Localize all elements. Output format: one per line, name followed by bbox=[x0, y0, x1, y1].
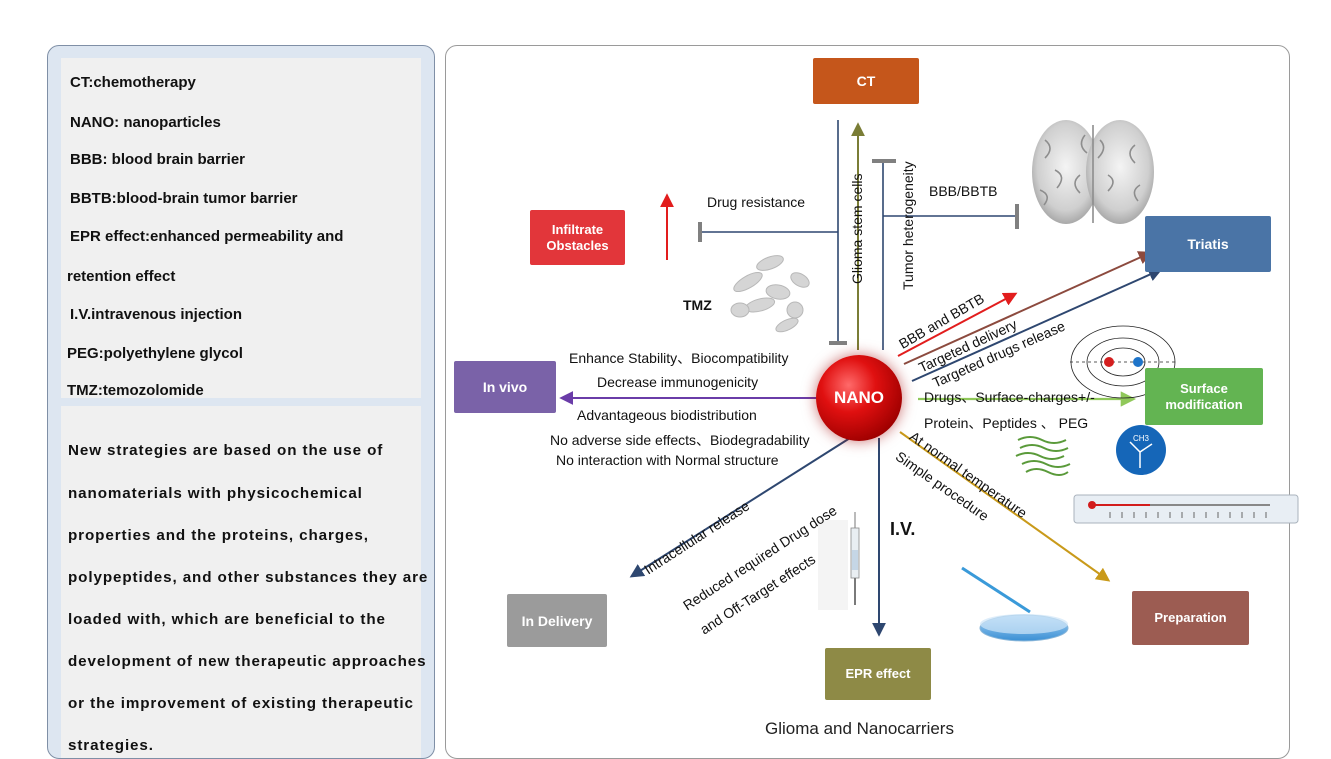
bbb-bbtb-label: BBB/BBTB bbox=[929, 183, 998, 199]
abbreviation-nano: NANO: nanoparticles bbox=[70, 114, 221, 131]
in-delivery-box: In Delivery bbox=[507, 594, 607, 647]
glossary-panel: CT:chemotherapy NANO: nanoparticles BBB:… bbox=[47, 45, 435, 759]
no-adverse-effects-label: No adverse side effects、Biodegradability bbox=[550, 432, 810, 448]
abbreviation-tmz: TMZ:temozolomide bbox=[67, 382, 204, 399]
preparation-arrow bbox=[899, 431, 1111, 582]
thermometer-icon bbox=[1073, 494, 1299, 524]
no-interaction-label: No interaction with Normal structure bbox=[556, 452, 779, 468]
strategy-line: or the improvement of existing therapeut… bbox=[68, 695, 414, 712]
strategy-line: strategies. bbox=[68, 737, 154, 754]
glioma-stem-label: Glioma stem cells bbox=[849, 173, 865, 284]
targeted-delivery-arrow bbox=[903, 251, 1153, 365]
surface-modification-box: Surface modification bbox=[1145, 368, 1263, 425]
drugs-surface-charges-label: Drugs、Surface-charges+/- bbox=[924, 389, 1095, 405]
strategy-line: nanomaterials with physicochemical bbox=[68, 485, 363, 502]
tumor-heterogeneity-label: Tumor heterogeneity bbox=[900, 161, 916, 290]
bbb-bbtb-arrow bbox=[897, 292, 1018, 357]
peg-molecule-icon bbox=[1116, 425, 1166, 475]
abbreviation-peg: PEG:polyethylene glycol bbox=[67, 345, 243, 362]
strategy-line: development of new therapeutic approache… bbox=[68, 653, 427, 670]
ct-box: CT bbox=[813, 58, 919, 104]
nano-center: NANO bbox=[816, 355, 902, 441]
strategy-line: polypeptides, and other substances they … bbox=[68, 569, 429, 586]
brain-icon bbox=[1032, 120, 1154, 224]
drug-resistance-label: Drug resistance bbox=[707, 194, 806, 210]
diagram-caption: Glioma and Nanocarriers bbox=[765, 719, 954, 738]
strategy-line: New strategies are based on the use of bbox=[68, 442, 384, 459]
strategy-description: New strategies are based on the use of n… bbox=[61, 406, 429, 758]
abbreviation-iv: I.V.intravenous injection bbox=[70, 306, 242, 323]
syringe-icon bbox=[818, 512, 860, 610]
electric-field-icon bbox=[1070, 325, 1176, 399]
infiltrate-obstacles-box: Infiltrate Obstacles bbox=[530, 210, 625, 265]
petri-dish-icon bbox=[961, 566, 1069, 642]
triatis-box: Triatis bbox=[1145, 216, 1271, 272]
protein-peptides-peg-label: Protein、Peptides 、 PEG bbox=[924, 415, 1089, 431]
in-delivery-arrow bbox=[629, 437, 851, 578]
abbreviation-ct: CT:chemotherapy bbox=[70, 74, 196, 91]
preparation-box: Preparation bbox=[1132, 591, 1249, 645]
enhance-stability-label: Enhance Stability、Biocompatibility bbox=[569, 350, 789, 366]
advantageous-biodistribution-label: Advantageous biodistribution bbox=[577, 407, 757, 423]
targeted-release-arrow bbox=[911, 268, 1163, 382]
ch3-label: CH3 bbox=[1133, 434, 1150, 443]
abbreviation-epr: EPR effect:enhanced permeability and bbox=[70, 228, 344, 245]
abbreviation-bbb: BBB: blood brain barrier bbox=[70, 151, 246, 168]
decrease-immunogenicity-label: Decrease immunogenicity bbox=[597, 374, 759, 390]
strategy-line: properties and the proteins, charges, bbox=[68, 527, 369, 544]
strategy-line: loaded with, which are beneficial to the bbox=[68, 611, 386, 628]
tmz-label: TMZ bbox=[683, 297, 712, 313]
in-vivo-box: In vivo bbox=[454, 361, 556, 413]
peg-strands-icon bbox=[1015, 436, 1071, 476]
iv-label: I.V. bbox=[890, 519, 916, 539]
abbreviation-bbtb: BBTB:blood-brain tumor barrier bbox=[70, 190, 298, 207]
epr-effect-box: EPR effect bbox=[825, 648, 931, 700]
abbreviation-list: CT:chemotherapy NANO: nanoparticles BBB:… bbox=[61, 58, 421, 399]
abbreviation-epr-cont: retention effect bbox=[67, 268, 176, 285]
pills-icon bbox=[730, 255, 810, 333]
